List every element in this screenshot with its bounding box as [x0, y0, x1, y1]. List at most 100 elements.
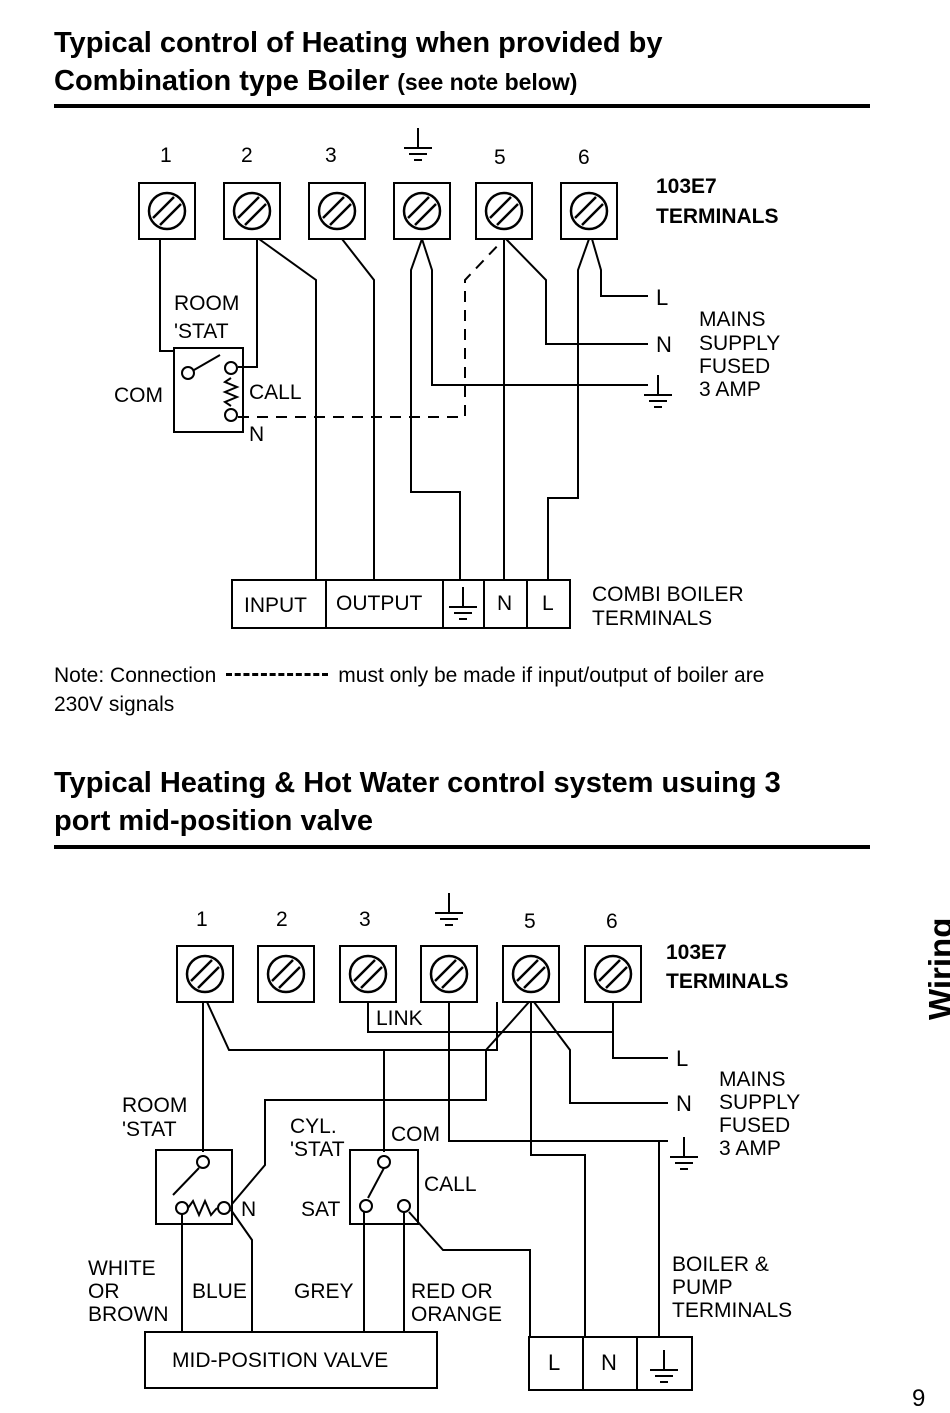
d1-terminal-screw-6 — [559, 181, 619, 241]
section1-title-note: (see note below) — [397, 69, 578, 95]
d1-terminal-screw-earth — [392, 181, 452, 241]
d2-valve-label: MID-POSITION VALVE — [172, 1349, 388, 1372]
d1-term-num-2: 2 — [241, 144, 253, 167]
d2-sat-label: SAT — [301, 1198, 340, 1221]
d2-mains-earth-icon — [669, 1136, 699, 1170]
d1-n-label: N — [249, 423, 264, 446]
note-line2: 230V signals — [54, 693, 175, 716]
d1-wire-t6-boiler-l — [547, 238, 590, 580]
d2-link-label: LINK — [376, 1007, 423, 1030]
diagram1: 1 2 3 5 6 103E7 TERMINALS — [114, 127, 780, 630]
d1-term-num-3: 3 — [325, 144, 337, 167]
d2-white-3: BROWN — [88, 1303, 169, 1326]
note-prefix: Note: Connection — [54, 664, 217, 687]
d2-room-n-label: N — [241, 1198, 256, 1221]
d1-terminal-screw-5 — [474, 181, 534, 241]
d2-terminal-screw-6 — [583, 944, 643, 1004]
d2-terminals-label-1: 103E7 — [666, 941, 727, 964]
section2-title: Typical Heating & Hot Water control syst… — [54, 764, 781, 840]
note-suffix: must only be made if input/output of boi… — [338, 664, 765, 687]
d1-term-num-5: 5 — [494, 146, 506, 169]
d1-terminal-earth-icon — [403, 127, 433, 161]
section2-title-line1: Typical Heating & Hot Water control syst… — [54, 767, 781, 799]
d1-boiler-l: L — [542, 592, 554, 615]
d2-room-stat: ROOM 'STAT N — [122, 1094, 256, 1225]
d1-combi-label-1: COMBI BOILER — [592, 583, 744, 606]
d2-terminals-label-2: TERMINALS — [666, 970, 789, 993]
d2-mains-3: FUSED — [719, 1114, 790, 1137]
d2-room-stat-label-1: ROOM — [122, 1094, 187, 1117]
diagram2: 1 2 3 5 6 103E7 TERMINALS — [88, 892, 800, 1391]
d2-wire-blue — [230, 1209, 253, 1332]
d2-terminal-screw-2 — [256, 944, 316, 1004]
d2-wire-t5-mains-n — [533, 1001, 668, 1104]
d2-mains-4: 3 AMP — [719, 1137, 781, 1160]
d1-wire-earth-mains — [421, 238, 648, 386]
d1-boiler-n: N — [497, 592, 512, 615]
d1-wire-t1-com — [159, 239, 174, 352]
d1-wire-t6-mains-l — [591, 238, 648, 297]
d1-mains-supply: L N MAINS SUPPLY FUSED 3 AMP — [643, 285, 780, 408]
d2-boiler-l: L — [548, 1350, 560, 1375]
section2-title-line2: port mid-position valve — [54, 805, 374, 837]
section1-title-line2: Combination type Boiler — [54, 65, 390, 97]
d2-wire-t5-boiler-n — [530, 1002, 586, 1337]
d2-term-num-5: 5 — [524, 910, 536, 933]
d2-term-num-1: 1 — [196, 908, 208, 931]
page-number: 9 — [912, 1385, 926, 1412]
d1-terminal-screw-2 — [222, 181, 282, 241]
d1-boiler-earth-icon — [448, 586, 478, 620]
d2-wire-earth-mains — [448, 1002, 668, 1142]
d2-red-1: RED OR — [411, 1280, 493, 1303]
d1-terminals-label-1: 103E7 — [656, 175, 717, 198]
d1-term-num-1: 1 — [160, 144, 172, 167]
d2-bp-2: PUMP — [672, 1276, 733, 1299]
side-tab: Wiring — [872, 900, 950, 1020]
d1-terminals-label-2: TERMINALS — [656, 205, 779, 228]
d1-call-label: CALL — [249, 381, 302, 404]
section2-rule — [54, 845, 870, 849]
d2-mains-supply: L N MAINS SUPPLY FUSED 3 AMP — [669, 1046, 800, 1170]
d2-cyl-stat-label-2: 'STAT — [290, 1138, 345, 1161]
d2-room-stat-label-2: 'STAT — [122, 1118, 177, 1141]
d2-mid-position-valve: MID-POSITION VALVE — [144, 1331, 438, 1389]
d2-wire-t5-room-n — [231, 1001, 530, 1205]
d2-bp-3: TERMINALS — [672, 1299, 792, 1322]
section1-title: Typical control of Heating when provided… — [54, 24, 663, 101]
d2-mains-2: SUPPLY — [719, 1091, 800, 1114]
d2-white-2: OR — [88, 1280, 120, 1303]
d1-room-stat: ROOM 'STAT COM CALL N — [114, 292, 302, 446]
d2-boiler-earth-icon — [649, 1349, 679, 1383]
wiring-note: Note: Connection must only be made if inp… — [54, 661, 764, 719]
d2-wire-colour-labels: WHITE OR BROWN BLUE GREY RED OR ORANGE — [88, 1257, 502, 1326]
d1-wire-t3-output — [341, 238, 375, 580]
d1-wire-t2-input — [258, 238, 317, 580]
section1-title-line1: Typical control of Heating when provided… — [54, 27, 663, 59]
diagram1-terminal-numbers: 1 2 3 5 6 — [160, 144, 590, 169]
dashed-line-symbol — [226, 672, 329, 676]
d2-grey: GREY — [294, 1280, 354, 1303]
d2-blue: BLUE — [192, 1280, 247, 1303]
d2-bp-1: BOILER & — [672, 1253, 769, 1276]
d2-red-2: ORANGE — [411, 1303, 502, 1326]
d1-room-stat-label-2: 'STAT — [174, 320, 229, 343]
d2-terminal-earth-icon — [434, 892, 464, 926]
d1-wire-t2-call — [238, 239, 258, 368]
d1-terminal-screw-3 — [307, 181, 367, 241]
d2-terminal-screw-earth — [419, 944, 479, 1004]
d1-room-stat-label-1: ROOM — [174, 292, 239, 315]
d2-terminal-screw-3 — [338, 944, 398, 1004]
d2-com-label: COM — [391, 1123, 440, 1146]
d1-mains-n: N — [656, 332, 672, 357]
d2-mains-l: L — [676, 1046, 688, 1071]
d2-mains-n: N — [676, 1091, 692, 1116]
d2-cyl-stat-label-1: CYL. — [290, 1115, 337, 1138]
d1-mains-earth-icon — [643, 374, 673, 408]
d1-combi-boiler-terminals: INPUT OUTPUT N L COMBI BOILER TERMINALS — [231, 579, 744, 630]
d2-term-num-3: 3 — [359, 908, 371, 931]
d2-mains-1: MAINS — [719, 1068, 786, 1091]
d1-wire-earth-boiler — [410, 238, 461, 580]
d1-wire-optional-neutral — [238, 240, 503, 418]
d2-term-num-6: 6 — [606, 910, 618, 933]
d2-wire-t1-mid — [206, 1001, 498, 1051]
